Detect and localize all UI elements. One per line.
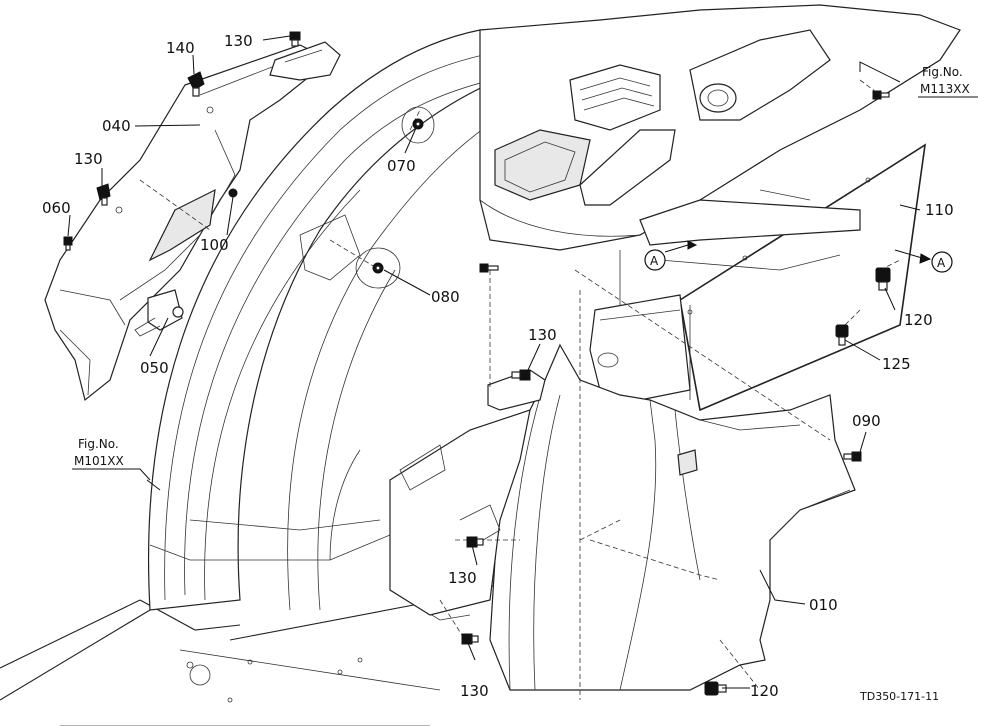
label-070: 070 [387,157,416,175]
bolt-060 [63,236,73,251]
part-110-panel [679,143,927,412]
label-080: 080 [431,288,460,306]
bolt-120-right [875,267,891,291]
fig-ref-title: Fig.No. [78,437,119,451]
label-130-left: 130 [74,150,103,168]
bolt-130-top [289,31,301,47]
bolt-130-mid [511,369,531,381]
label-140: 140 [166,39,195,57]
part-callouts: 130 140 040 130 060 100 050 070 080 110 … [42,32,954,700]
label-110: 110 [925,201,954,219]
bolt-125 [835,324,849,346]
part-050-bracket [134,289,184,337]
section-marker-label: A [937,256,946,270]
bolt-130-left [96,183,111,206]
top-bracket [269,41,341,81]
label-120-right: 120 [904,311,933,329]
bolt-top-right [872,90,890,100]
label-120-bottom: 120 [750,682,779,700]
label-060: 060 [42,199,71,217]
part-010-fender [489,343,856,691]
assembly-lines [139,79,901,700]
cabin-console [479,4,961,370]
section-marker-label: A [650,254,659,268]
label-010: 010 [809,596,838,614]
fastener-bolts [63,31,891,696]
label-040: 040 [102,117,131,135]
fig-ref-title: Fig.No. [922,65,963,79]
label-050: 050 [140,359,169,377]
nut-070 [412,118,424,130]
section-marker-a-right: A [894,249,953,273]
bolt-center [479,263,499,273]
bolt-090 [843,451,862,462]
fig-ref-code: M113XX [920,82,970,96]
bolt-140 [187,71,205,97]
fig-ref-m113: Fig.No. M113XX [918,65,978,98]
drawing-code: TD350-171-11 [859,690,939,703]
label-125: 125 [882,355,911,373]
label-130-lower: 130 [448,569,477,587]
bolt-130-bottom [461,633,479,645]
section-marker-a-left: A [644,240,698,271]
fig-ref-m101: Fig.No. M101XX [72,437,151,481]
label-130-bottom: 130 [460,682,489,700]
nut-080 [372,262,384,274]
fig-ref-code: M101XX [74,454,124,468]
label-100: 100 [200,236,229,254]
label-090: 090 [852,412,881,430]
label-130-top: 130 [224,32,253,50]
leader-lines [67,35,921,689]
bolt-130-lower [466,536,484,548]
label-130-mid: 130 [528,326,557,344]
nut-100 [228,188,238,198]
